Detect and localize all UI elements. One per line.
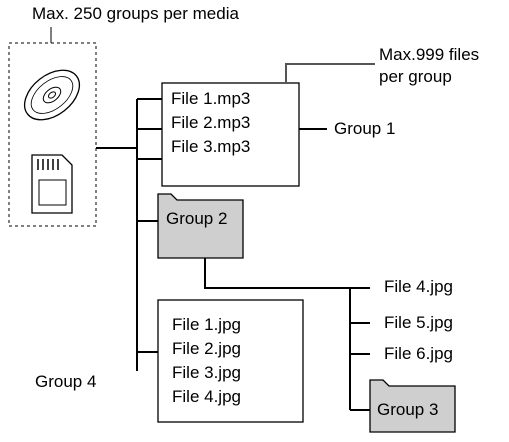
file6-label: File 6.jpg [384,344,453,363]
group3-label: Group 3 [377,400,439,419]
disc-icon [23,69,81,121]
max-files-leader-line [285,63,375,83]
max-groups-label: Max. 250 groups per media [32,4,239,23]
list-item: File 2.mp3 [171,113,251,132]
max-files-label-line2: per group [379,67,452,86]
group1-box [161,82,300,187]
file5-label: File 5.jpg [384,313,453,332]
max-files-label-line1: Max.999 files [379,45,480,64]
group4-box [157,299,304,423]
group4-file-list: File 1.jpg File 2.jpg File 3.jpg File 4.… [172,313,241,409]
list-item: File 4.jpg [172,387,241,406]
group4-label: Group 4 [35,372,97,391]
sd-card-icon [31,154,73,214]
list-item: File 1.mp3 [171,89,251,108]
media-dashed-box [8,42,97,227]
list-item: File 3.mp3 [171,137,251,156]
list-item: File 3.jpg [172,363,241,382]
list-item: File 1.jpg [172,315,241,334]
group1-label: Group 1 [334,119,396,138]
list-item: File 2.jpg [172,339,241,358]
group1-file-list: File 1.mp3 File 2.mp3 File 3.mp3 [171,87,250,159]
group2-folder-icon [157,193,244,259]
group2-label: Group 2 [166,209,228,228]
file4-label: File 4.jpg [384,277,453,296]
group3-folder-icon [369,379,456,433]
group2-connector-line [204,258,350,289]
